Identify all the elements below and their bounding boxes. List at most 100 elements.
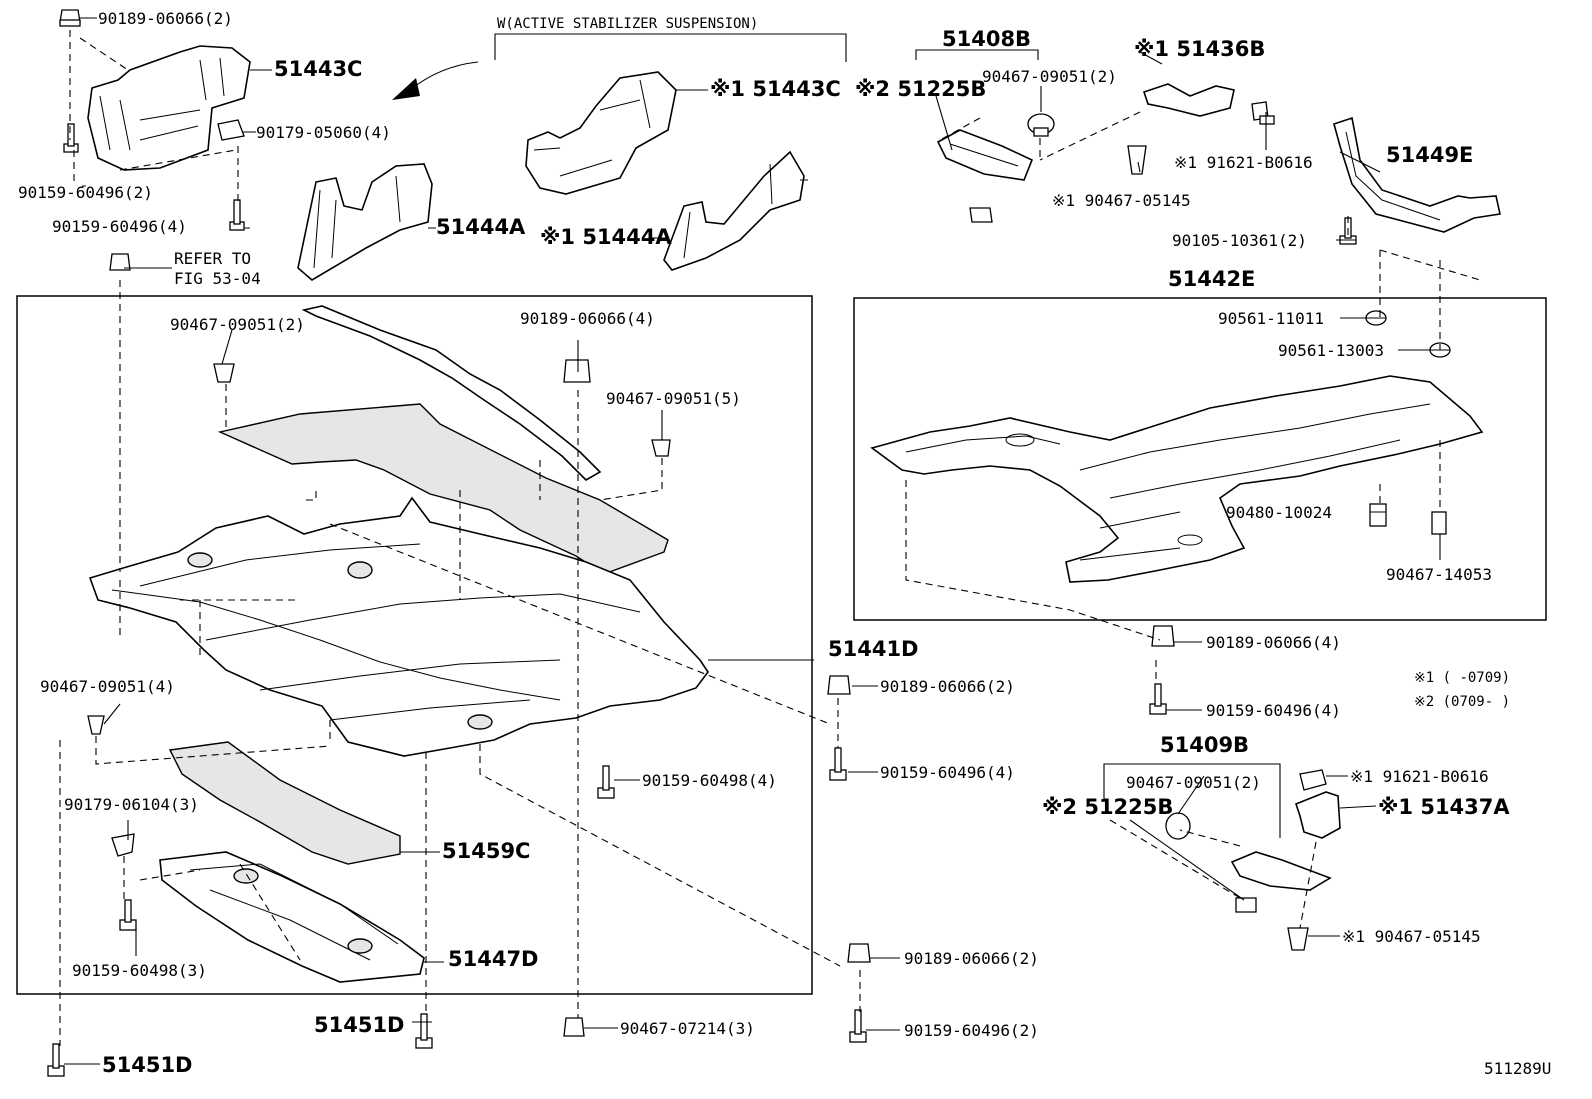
bolt-icon — [119, 899, 137, 931]
bolt-icon — [1431, 511, 1447, 535]
label-v2: ※1 51444A — [540, 225, 672, 249]
label-l4: ※1 91621-B0616 — [1350, 767, 1489, 786]
crossmember-51449e — [1333, 116, 1501, 233]
label-l2: 90467-09051(2) — [1126, 773, 1261, 792]
cover-51444a-variant — [663, 150, 805, 271]
bolt-icon — [47, 1043, 65, 1077]
label-r6: 90189-06066(4) — [1206, 633, 1341, 652]
label-m13: 51451D — [102, 1053, 193, 1077]
label-l5: ※1 51437A — [1378, 795, 1510, 819]
label-m8: 51459C — [442, 839, 530, 863]
bolt-icon — [597, 765, 615, 799]
label-u2: ※2 51225B — [855, 77, 986, 101]
clip-icon — [827, 675, 851, 695]
label-m3: 90467-09051(5) — [606, 389, 741, 408]
label-u8: 90105-10361(2) — [1172, 231, 1307, 250]
label-u6: ※1 90467-05145 — [1052, 191, 1191, 210]
label-l6: ※1 90467-05145 — [1342, 927, 1481, 946]
clip-icon — [1027, 113, 1055, 137]
label-m12: 90467-07214(3) — [620, 1019, 755, 1038]
clip-icon — [969, 207, 993, 223]
clip-icon — [111, 833, 135, 857]
figure-code: 511289U — [1484, 1059, 1551, 1078]
label-r1: 51442E — [1168, 267, 1255, 291]
label-m5: 90467-09051(4) — [40, 677, 175, 696]
label-m6: 90159-60498(4) — [642, 771, 777, 790]
label-m11: 51451D — [314, 1013, 405, 1037]
bolt-icon — [829, 747, 847, 781]
cover-51444a — [297, 163, 433, 281]
main-assembly-frame — [16, 295, 813, 995]
label-m10: 51447D — [448, 947, 539, 971]
label-l1: 51409B — [1160, 733, 1249, 757]
label-c4: 90159-60496(2) — [18, 183, 153, 202]
bolt-icon — [849, 1009, 867, 1043]
clip-icon — [217, 119, 245, 141]
clip-icon — [109, 253, 131, 271]
clip-icon — [563, 1017, 585, 1037]
under-cover-51442e — [870, 375, 1484, 583]
clip-icon — [1165, 812, 1191, 840]
label-m4: 51441D — [828, 637, 919, 661]
refer-line1: REFER TO — [174, 249, 251, 268]
label-r5: 90467-14053 — [1386, 565, 1492, 584]
heat-shield-51459c — [168, 741, 401, 865]
label-c2: 51443C — [274, 57, 362, 81]
label-u5: ※1 91621-B0616 — [1174, 153, 1313, 172]
clip-icon — [651, 439, 671, 457]
clip-icon — [1235, 897, 1257, 913]
clip-icon — [87, 715, 105, 735]
bolt-icon — [1369, 503, 1387, 527]
label-k2: 90159-60496(4) — [880, 763, 1015, 782]
label-r2: 90561-11011 — [1218, 309, 1324, 328]
bolt-icon — [229, 199, 245, 231]
refer-line2: FIG 53-04 — [174, 269, 261, 288]
curved-arrow-icon — [392, 61, 479, 100]
bolt-icon — [415, 1013, 433, 1049]
bolt-icon — [1149, 683, 1167, 715]
right-assembly-frame — [853, 297, 1547, 621]
cover-51443c-left — [87, 45, 251, 171]
note-2: ※2 (0709- ) — [1414, 694, 1510, 710]
label-r7: 90159-60496(4) — [1206, 701, 1341, 720]
bracket-51436b — [1142, 83, 1235, 117]
label-u3: 90467-09051(2) — [982, 67, 1117, 86]
clip-icon — [1151, 625, 1175, 647]
bolt-icon — [63, 123, 79, 153]
clip-icon — [563, 359, 591, 383]
label-c6: 51444A — [436, 215, 526, 239]
label-r4: 90480-10024 — [1226, 503, 1332, 522]
clip-icon — [213, 363, 235, 383]
label-u1: 51408B — [942, 27, 1031, 51]
label-u4: ※1 51436B — [1134, 37, 1265, 61]
label-c3: 90179-05060(4) — [256, 123, 391, 142]
under-cover-51447d — [159, 851, 425, 983]
assembly-lines — [59, 30, 1481, 1046]
label-m1: 90467-09051(2) — [170, 315, 305, 334]
label-m9: 90159-60498(3) — [72, 961, 207, 980]
label-u7: 51449E — [1386, 143, 1473, 167]
bracket-51437a — [1295, 791, 1341, 839]
variant-note: W(ACTIVE STABILIZER SUSPENSION) — [497, 16, 758, 32]
bolt-icon — [1251, 101, 1275, 125]
leader-lines — [64, 17, 1450, 1065]
bolt-icon — [1299, 769, 1327, 791]
clip-icon — [1287, 927, 1309, 951]
cover-51443c-variant — [525, 71, 677, 195]
bracket-51225b-lower — [1230, 851, 1332, 891]
clip-icon — [847, 943, 871, 963]
label-l3: ※2 51225B — [1042, 795, 1173, 819]
bracket-51225b-upper — [936, 129, 1034, 181]
reinforcement-bar — [301, 305, 602, 481]
label-c5: 90159-60496(4) — [52, 217, 187, 236]
label-k3: 90189-06066(2) — [904, 949, 1039, 968]
label-c1: 90189-06066(2) — [98, 9, 233, 28]
under-cover-51441d — [88, 496, 709, 757]
label-k1: 90189-06066(2) — [880, 677, 1015, 696]
clip-icon — [59, 9, 81, 27]
label-r3: 90561-13003 — [1278, 341, 1384, 360]
clip-icon — [1127, 145, 1147, 175]
label-v1: ※1 51443C — [710, 77, 841, 101]
variant-bracket — [494, 33, 847, 62]
